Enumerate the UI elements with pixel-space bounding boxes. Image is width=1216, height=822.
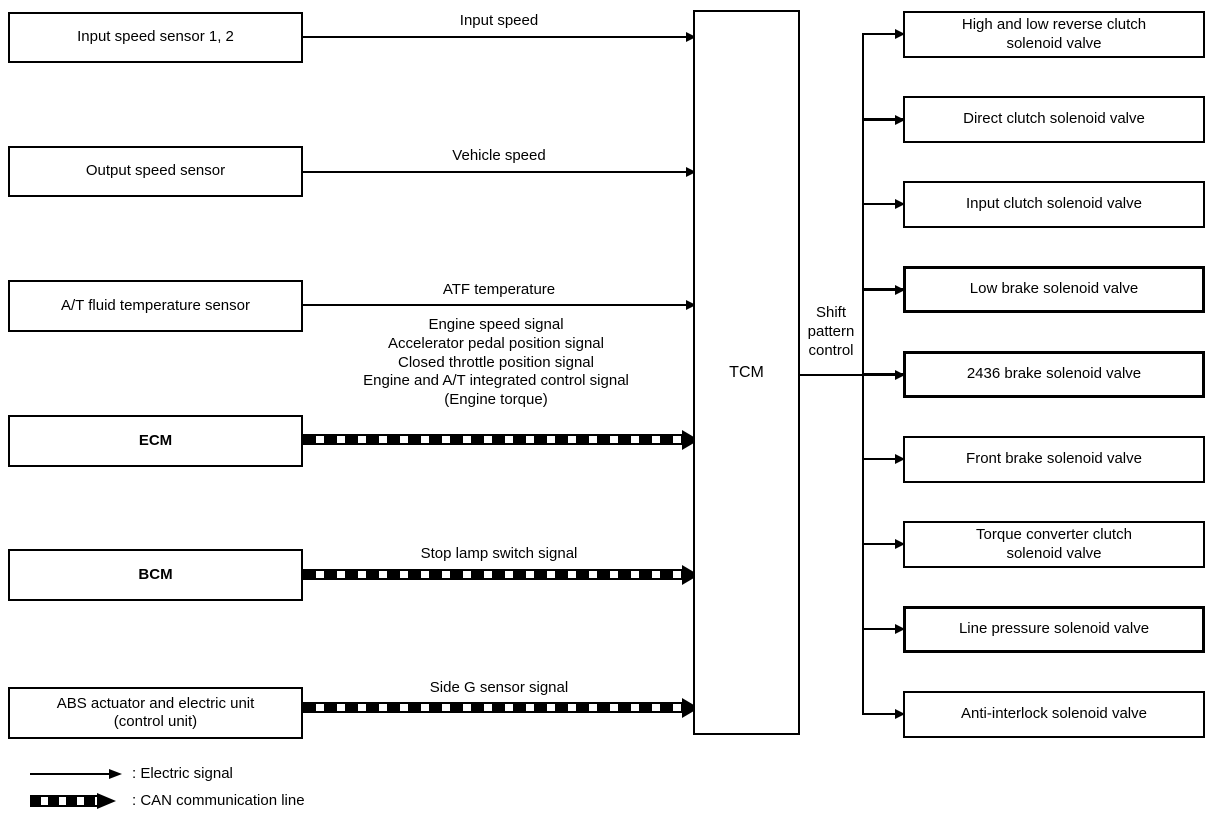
signal-line-input-speed [303,32,696,42]
output-arrow-3 [862,199,905,209]
input-box-label: A/T fluid temperature sensor [61,296,250,314]
input-box-abs-actuator[interactable]: ABS actuator and electric unit (control … [8,687,303,739]
output-arrow-2 [862,114,905,125]
output-arrow-9 [862,709,905,719]
input-box-output-speed-sensor[interactable]: Output speed sensor [8,146,303,197]
output-arrow-4 [862,284,905,295]
signal-label-ecm: Engine speed signal Accelerator pedal po… [363,316,629,408]
output-box-line-pressure[interactable]: Line pressure solenoid valve [903,606,1205,653]
shift-pattern-control-label: Shift pattern control [807,304,855,359]
can-line-bcm [303,564,699,585]
legend-row-can-line: : CAN communication line [30,792,305,809]
signal-label-abs: Side G sensor signal [429,679,569,696]
output-box-label: Anti-interlock solenoid valve [961,705,1147,723]
output-box-label: High and low reverse clutch solenoid val… [961,16,1147,52]
output-box-front-brake[interactable]: Front brake solenoid valve [903,436,1205,483]
output-box-torque-converter-clutch[interactable]: Torque converter clutch solenoid valve [903,521,1205,568]
input-box-at-fluid-temperature-sensor[interactable]: A/T fluid temperature sensor [8,280,303,332]
input-box-label: BCM [138,565,173,583]
output-box-label: 2436 brake solenoid valve [966,365,1142,383]
can-line-ecm [303,429,699,450]
signal-line-vehicle-speed [303,167,696,177]
output-box-label: Low brake solenoid valve [969,280,1139,298]
tcm-to-output-bus-connector [800,374,864,376]
tcm-box[interactable]: TCM [693,10,800,735]
signal-line-atf-temperature [303,300,696,310]
output-box-input-clutch[interactable]: Input clutch solenoid valve [903,181,1205,228]
output-box-low-brake[interactable]: Low brake solenoid valve [903,266,1205,313]
tcm-label: TCM [729,363,764,381]
legend-label-can-line: : CAN communication line [132,792,305,809]
output-arrow-6 [862,454,905,464]
signal-label-input-speed: Input speed [459,12,539,29]
output-box-label: Input clutch solenoid valve [966,195,1142,213]
input-box-bcm[interactable]: BCM [8,549,303,601]
can-arrow-icon [30,792,122,809]
output-arrow-8 [862,624,905,634]
signal-label-vehicle-speed: Vehicle speed [452,147,546,164]
input-box-input-speed-sensor[interactable]: Input speed sensor 1, 2 [8,12,303,63]
input-box-label: ECM [138,431,173,449]
signal-label-atf-temperature: ATF temperature [442,281,556,298]
input-box-label: Input speed sensor 1, 2 [77,28,234,46]
output-box-label: Line pressure solenoid valve [958,620,1150,638]
input-box-ecm[interactable]: ECM [8,415,303,467]
can-line-abs [303,697,699,718]
output-arrow-5 [862,369,905,380]
output-box-label: Front brake solenoid valve [966,450,1142,468]
output-box-label: Direct clutch solenoid valve [963,110,1145,128]
output-arrow-1 [862,29,905,39]
output-box-high-low-reverse-clutch[interactable]: High and low reverse clutch solenoid val… [903,11,1205,58]
output-box-label: Torque converter clutch solenoid valve [976,526,1132,562]
signal-label-bcm: Stop lamp switch signal [420,545,578,562]
legend-label-electric-signal: : Electric signal [132,765,233,782]
plain-arrow-icon [30,768,122,779]
output-box-2436-brake[interactable]: 2436 brake solenoid valve [903,351,1205,398]
legend-row-electric-signal: : Electric signal [30,765,233,782]
input-box-label: Output speed sensor [85,162,226,180]
input-box-label: ABS actuator and electric unit (control … [56,694,255,730]
output-arrow-7 [862,539,905,549]
output-box-direct-clutch[interactable]: Direct clutch solenoid valve [903,96,1205,143]
output-box-anti-interlock[interactable]: Anti-interlock solenoid valve [903,691,1205,738]
